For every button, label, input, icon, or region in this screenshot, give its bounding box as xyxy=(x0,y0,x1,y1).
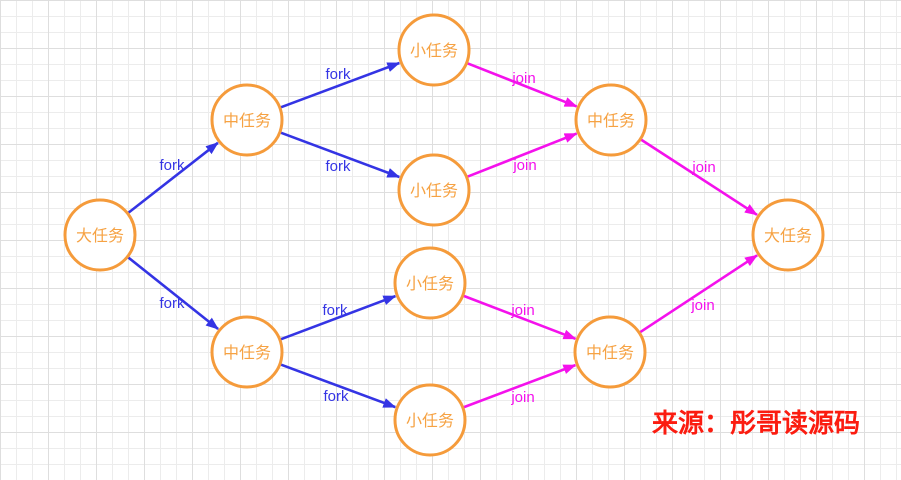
fork-edge-label: fork xyxy=(159,157,185,174)
task-node-big-task-left: 大任务 xyxy=(63,198,137,272)
task-node-circle xyxy=(397,153,471,227)
task-node-circle xyxy=(393,383,467,457)
task-node-big-task-right: 大任务 xyxy=(751,198,825,272)
fork-edge xyxy=(126,141,219,215)
join-edge xyxy=(462,363,577,409)
task-node-small-task-2: 小任务 xyxy=(397,153,471,227)
task-node-circle xyxy=(397,13,471,87)
task-node-label: 小任务 xyxy=(406,275,454,293)
fork-edge xyxy=(279,61,401,109)
join-edge xyxy=(639,138,758,216)
task-node-circle xyxy=(210,83,284,157)
task-node-mid-task-top-left: 中任务 xyxy=(210,83,284,157)
task-node-label: 小任务 xyxy=(410,182,458,200)
edges-layer: fork fork fork fork fork fork join join join join… xyxy=(126,61,758,409)
fork-edge-label: fork xyxy=(325,66,351,83)
task-node-label: 中任务 xyxy=(586,344,634,362)
task-node-mid-task-bottom-left: 中任务 xyxy=(210,315,284,389)
join-edge-label: join xyxy=(512,157,536,174)
task-node-small-task-3: 小任务 xyxy=(393,246,467,320)
fork-edge xyxy=(279,294,397,341)
task-node-mid-task-bottom-right: 中任务 xyxy=(573,315,647,389)
join-edge-label: join xyxy=(691,159,715,176)
fork-edge-label: fork xyxy=(322,302,348,319)
task-node-circle xyxy=(573,315,647,389)
task-node-circle xyxy=(751,198,825,272)
task-node-label: 大任务 xyxy=(764,227,812,245)
fork-edge-label: fork xyxy=(325,158,351,175)
task-node-label: 中任务 xyxy=(223,344,271,362)
task-node-circle xyxy=(393,246,467,320)
task-node-mid-task-top-right: 中任务 xyxy=(574,83,648,157)
join-edge-label: join xyxy=(511,70,535,87)
task-node-label: 小任务 xyxy=(410,42,458,60)
join-edge-label: join xyxy=(510,389,534,406)
fork-edge xyxy=(126,255,219,331)
task-node-small-task-4: 小任务 xyxy=(393,383,467,457)
join-edge xyxy=(466,61,578,108)
task-node-small-task-1: 小任务 xyxy=(397,13,471,87)
task-node-label: 中任务 xyxy=(587,112,635,130)
task-node-label: 中任务 xyxy=(223,112,271,130)
join-edge xyxy=(466,132,578,179)
fork-edge xyxy=(279,131,401,179)
join-edge xyxy=(462,294,577,341)
join-edge xyxy=(638,254,758,334)
task-node-circle xyxy=(574,83,648,157)
task-node-label: 大任务 xyxy=(76,227,124,245)
source-credit-text: 来源：彤哥读源码 xyxy=(652,408,861,438)
join-edge-label: join xyxy=(510,302,534,319)
task-node-circle xyxy=(210,315,284,389)
task-node-circle xyxy=(63,198,137,272)
task-node-label: 小任务 xyxy=(406,412,454,430)
fork-edge xyxy=(279,362,397,409)
fork-edge-label: fork xyxy=(323,388,349,405)
fork-edge-label: fork xyxy=(159,295,185,312)
join-edge-label: join xyxy=(690,297,714,314)
